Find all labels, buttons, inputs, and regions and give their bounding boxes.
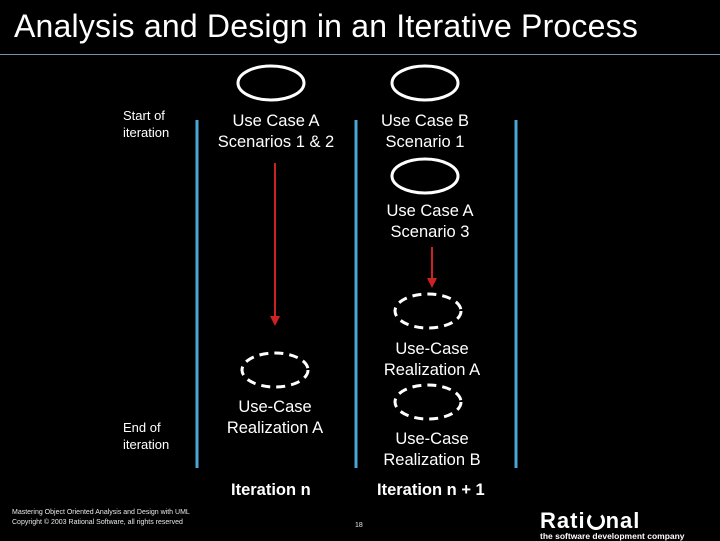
arrow-a3-head [427,278,437,288]
footer-copyright: Mastering Object Oriented Analysis and D… [12,509,190,526]
use-case-b-ellipse [390,64,460,102]
realization-a-left-ellipse [240,351,310,389]
logo-o-icon [586,512,605,530]
use-case-a3-label: Use Case A Scenario 3 [386,202,474,241]
realization-a-left-label: Use-Case Realization A [226,398,324,437]
use-case-a-ellipse [236,64,306,102]
realization-a-right-ellipse [393,292,463,330]
end-of-iteration-label: End of iteration [123,420,170,452]
logo-tagline: the software development company [540,531,685,541]
iteration-n-label: Iteration n [231,481,311,499]
slide-title: Analysis and Design in an Iterative Proc… [14,8,639,44]
use-case-a3-ellipse [390,157,460,195]
realization-b-ellipse [393,383,463,421]
title-divider [0,54,720,55]
page-number: 18 [355,522,363,529]
realization-b-label: Use-Case Realization B [383,430,481,469]
realization-a-right-label: Use-Case Realization A [383,340,481,379]
iteration-n-plus-1-label: Iteration n + 1 [377,481,485,499]
start-of-iteration-label: Start of iteration [123,108,170,140]
arrow-a-head [270,316,280,326]
logo-word-start: Rati [540,508,586,533]
use-case-b-label: Use Case B Scenario 1 [380,112,470,151]
logo-word-end: nal [605,508,641,533]
use-case-a-label: Use Case A Scenarios 1 & 2 [217,112,335,151]
